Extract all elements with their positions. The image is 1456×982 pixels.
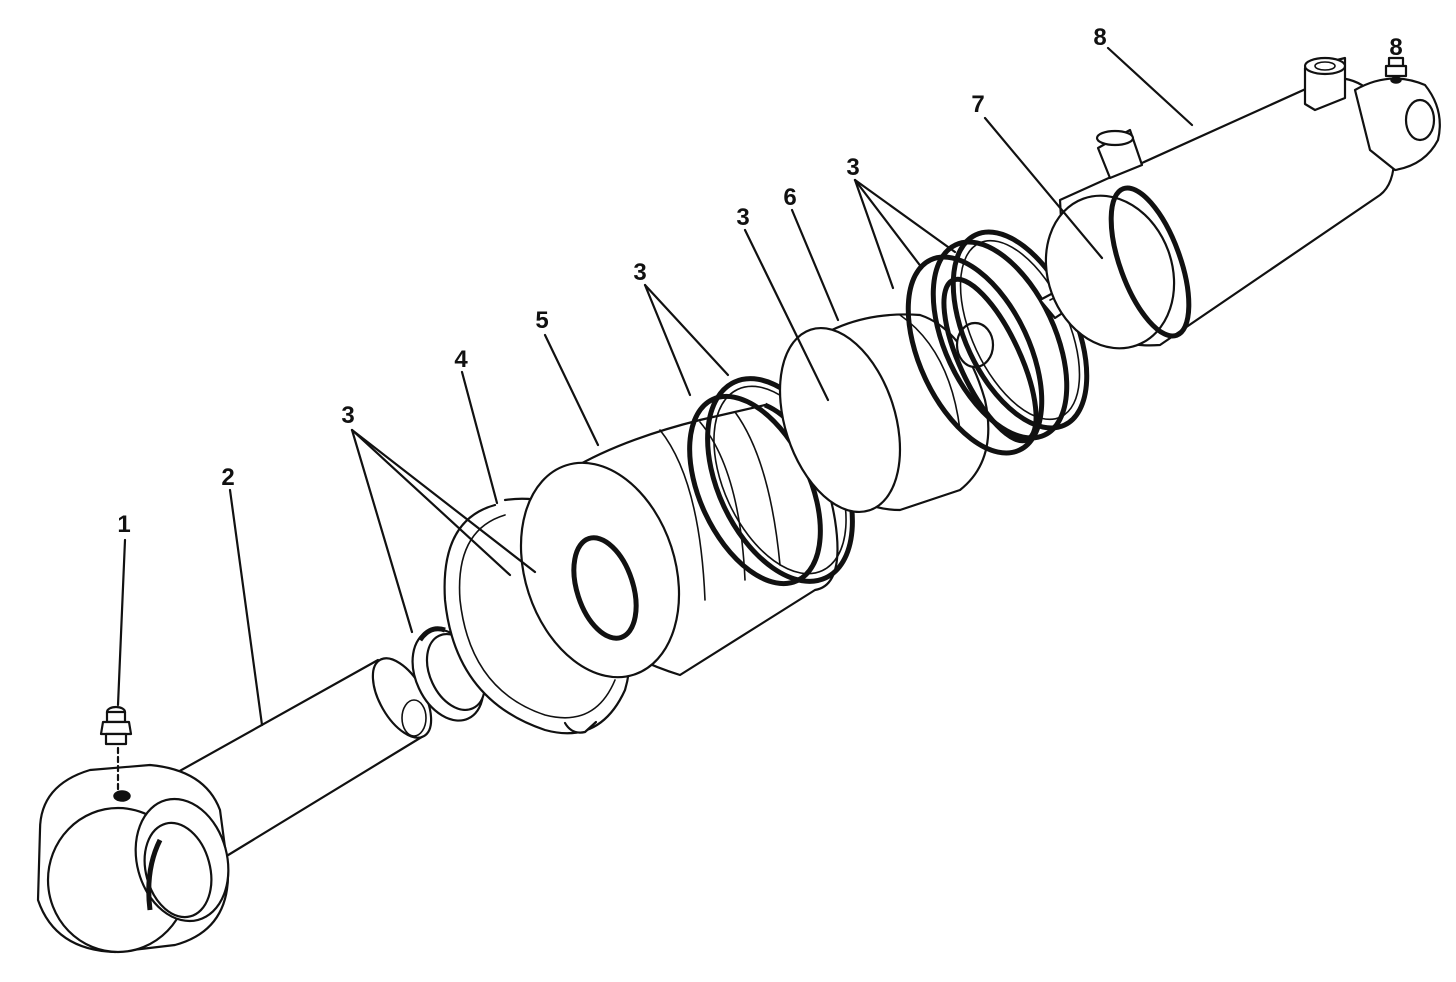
leader-lines [116,46,1194,727]
callout-3-middle: 3 [633,259,646,286]
callout-3-left: 3 [341,402,354,429]
callout-7: 7 [971,91,984,118]
cylinder-head [519,402,839,679]
callout-labels: 1 2 3 4 5 3 3 6 3 7 8 8 [117,24,1402,538]
callout-8-barrel: 8 [1093,24,1106,51]
piston [778,276,1039,514]
cylinder-barrel [1044,56,1441,350]
callout-3-right: 3 [846,154,859,181]
callout-5: 5 [535,307,548,334]
barrel-grease-fitting [1384,56,1408,84]
grease-fitting [99,705,133,792]
callout-4: 4 [454,346,468,373]
callout-8-fitting: 8 [1389,34,1402,61]
rod-eye-end [36,763,230,954]
callout-6: 6 [783,184,796,211]
callout-3-ring: 3 [736,204,749,231]
callout-2: 2 [221,464,234,491]
callout-1: 1 [117,511,130,538]
